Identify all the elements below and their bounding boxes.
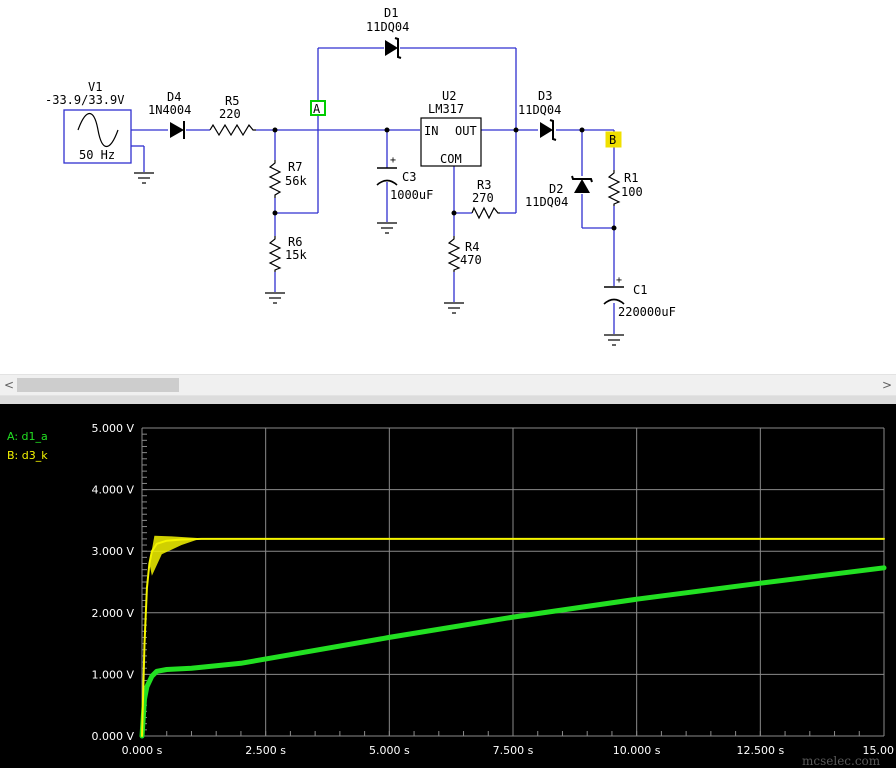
c1-name: C1 bbox=[633, 283, 647, 297]
d3-part: 11DQ04 bbox=[518, 103, 561, 117]
v1-frequency: 50 Hz bbox=[79, 148, 115, 162]
r6-resistor[interactable] bbox=[268, 236, 282, 272]
y-tick-label: 5.000 V bbox=[91, 422, 134, 435]
v1-value: -33.9/33.9V bbox=[45, 93, 124, 107]
ground-symbols bbox=[134, 172, 624, 346]
d2-part: 11DQ04 bbox=[525, 195, 568, 209]
d3-diode[interactable] bbox=[540, 119, 557, 141]
wires bbox=[131, 47, 615, 334]
v1-source[interactable]: 50 Hz bbox=[63, 109, 132, 164]
watermark: mcselec.com bbox=[802, 754, 881, 768]
r6-name: R6 bbox=[288, 235, 302, 249]
x-tick-label: 7.500 s bbox=[493, 744, 534, 757]
r1-name: R1 bbox=[624, 171, 638, 185]
u2-pin-com: COM bbox=[440, 152, 462, 166]
r4-name: R4 bbox=[465, 240, 479, 254]
v1-name: V1 bbox=[88, 80, 102, 94]
r5-name: R5 bbox=[225, 94, 239, 108]
d1-part: 11DQ04 bbox=[366, 20, 409, 34]
x-tick-label: 5.000 s bbox=[369, 744, 410, 757]
r4-resistor[interactable] bbox=[447, 236, 461, 272]
tick-labels: 0.000 V 1.000 V 2.000 V 3.000 V 4.000 V 5.000… bbox=[91, 422, 894, 757]
x-tick-label: 12.500 s bbox=[736, 744, 784, 757]
legend-entry-b[interactable]: B: d3_k bbox=[7, 449, 48, 462]
y-tick-label: 2.000 V bbox=[91, 607, 134, 620]
y-tick-label: 0.000 V bbox=[91, 730, 134, 743]
r3-value: 270 bbox=[472, 191, 494, 205]
r1-resistor[interactable] bbox=[607, 170, 621, 206]
x-tick-label: 10.000 s bbox=[613, 744, 661, 757]
d3-name: D3 bbox=[538, 89, 552, 103]
r5-value: 220 bbox=[219, 107, 241, 121]
c1-capacitor[interactable]: + bbox=[603, 275, 625, 305]
r6-value: 15k bbox=[285, 248, 307, 262]
probe-a-marker[interactable]: A bbox=[310, 100, 326, 116]
r7-name: R7 bbox=[288, 160, 302, 174]
d1-diode[interactable] bbox=[385, 37, 402, 59]
legend-entry-a[interactable]: A: d1_a bbox=[7, 430, 48, 443]
svg-text:+: + bbox=[390, 155, 396, 166]
r1-value: 100 bbox=[621, 185, 643, 199]
x-tick-label: 15.00 bbox=[863, 744, 895, 757]
probe-b-marker[interactable]: B bbox=[605, 131, 622, 148]
svg-text:+: + bbox=[616, 275, 622, 286]
r3-name: R3 bbox=[477, 178, 491, 192]
trace-a-line bbox=[139, 565, 887, 739]
r7-resistor[interactable] bbox=[268, 160, 282, 198]
schematic-canvas[interactable]: 50 Hz V1 -33.9/33.9V D4 1N4004 R5 220 D1… bbox=[0, 0, 896, 374]
c3-name: C3 bbox=[402, 170, 416, 184]
scrollbar-thumb[interactable] bbox=[17, 378, 179, 392]
d2-name: D2 bbox=[549, 182, 563, 196]
u2-pin-in: IN bbox=[424, 124, 438, 138]
traces bbox=[139, 535, 887, 739]
u2-regulator[interactable]: IN OUT COM bbox=[420, 117, 482, 167]
y-tick-label: 4.000 V bbox=[91, 484, 134, 497]
y-tick-label: 3.000 V bbox=[91, 545, 134, 558]
minor-ticks bbox=[141, 433, 860, 737]
junction-dots bbox=[272, 127, 617, 231]
u2-pin-out: OUT bbox=[455, 124, 477, 138]
x-tick-label: 0.000 s bbox=[122, 744, 163, 757]
probe-a-label: A bbox=[313, 102, 321, 116]
d4-part: 1N4004 bbox=[148, 103, 191, 117]
scope-area: 0.000 V 1.000 V 2.000 V 3.000 V 4.000 V 5.000… bbox=[0, 396, 896, 768]
c3-value: 1000uF bbox=[390, 188, 433, 202]
c1-value: 220000uF bbox=[618, 305, 676, 319]
d4-name: D4 bbox=[167, 90, 181, 104]
horizontal-scrollbar[interactable]: < > bbox=[0, 374, 896, 396]
u2-part: LM317 bbox=[428, 102, 464, 116]
oscilloscope-panel[interactable]: 0.000 V 1.000 V 2.000 V 3.000 V 4.000 V 5.000… bbox=[0, 404, 896, 768]
d1-name: D1 bbox=[384, 6, 398, 20]
x-tick-label: 2.500 s bbox=[245, 744, 286, 757]
y-tick-label: 1.000 V bbox=[91, 668, 134, 681]
trace-b-ripple bbox=[149, 535, 202, 576]
d2-diode[interactable] bbox=[571, 175, 593, 193]
scope-chart: 0.000 V 1.000 V 2.000 V 3.000 V 4.000 V 5.000… bbox=[7, 422, 894, 768]
r4-value: 470 bbox=[460, 253, 482, 267]
r5-resistor[interactable] bbox=[209, 123, 256, 137]
d4-diode[interactable] bbox=[170, 121, 185, 139]
r7-value: 56k bbox=[285, 174, 307, 188]
scroll-left-arrow-icon[interactable]: < bbox=[3, 378, 15, 392]
scroll-right-arrow-icon[interactable]: > bbox=[881, 378, 893, 392]
probe-b-label: B bbox=[609, 133, 616, 147]
u2-name: U2 bbox=[442, 89, 456, 103]
r3-resistor[interactable] bbox=[471, 206, 500, 220]
c3-capacitor[interactable]: + bbox=[376, 155, 398, 186]
schematic-diagram: 50 Hz V1 -33.9/33.9V D4 1N4004 R5 220 D1… bbox=[45, 6, 676, 346]
